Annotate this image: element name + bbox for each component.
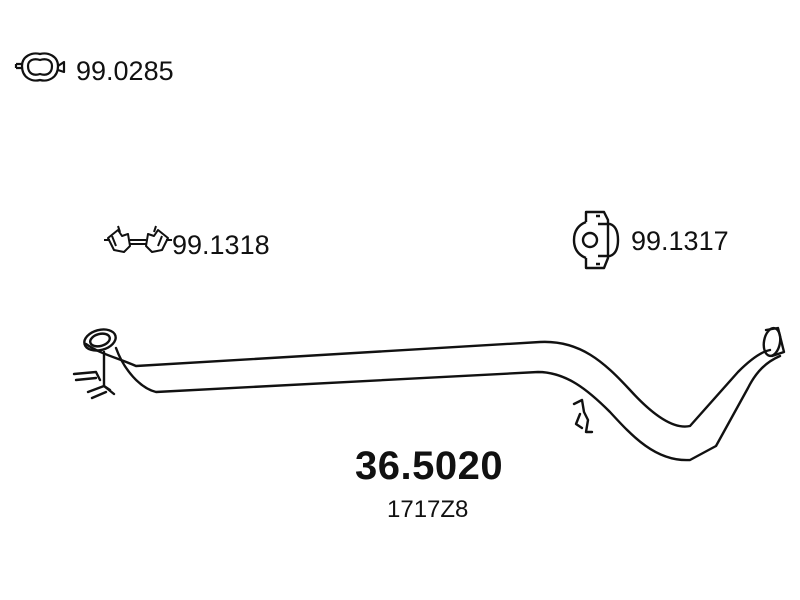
oem-reference-number: 1717Z8 xyxy=(387,496,469,523)
clamp-part-number: 99.0285 xyxy=(76,56,174,86)
pipe-clamp-icon xyxy=(14,52,66,82)
hanger-right-part-number: 99.1317 xyxy=(631,226,729,256)
rubber-hanger-icon xyxy=(104,225,172,253)
hanger-left-part-number: 99.1318 xyxy=(172,230,270,260)
rubber-mount-icon xyxy=(572,210,620,270)
main-part-number: 36.5020 xyxy=(355,444,504,488)
exhaust-pipe-icon xyxy=(72,326,786,462)
